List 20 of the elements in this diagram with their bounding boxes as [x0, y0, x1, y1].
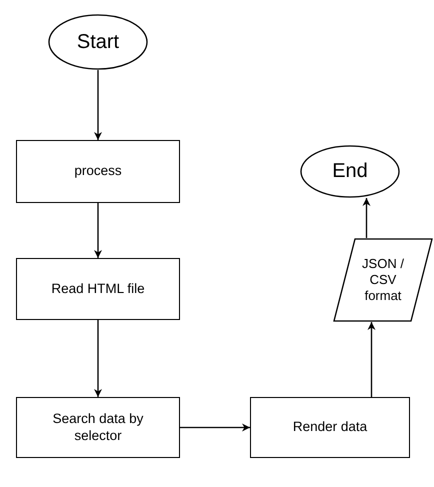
node-label: Render data — [292, 419, 368, 436]
terminal-ellipse — [48, 14, 148, 70]
arrow — [180, 424, 250, 432]
terminal-ellipse — [300, 145, 400, 198]
node-label: process — [73, 163, 123, 180]
process-box — [16, 140, 180, 203]
data-parallelogram — [333, 238, 433, 322]
arrow — [94, 320, 102, 397]
node-label: End — [331, 159, 369, 184]
node-label: Search data by selector — [52, 410, 144, 444]
node-label: JSON / CSV format — [361, 256, 405, 304]
node-label: Read HTML file — [50, 280, 146, 298]
arrow — [94, 70, 102, 140]
process-box — [16, 397, 180, 458]
node-label: Start — [76, 30, 120, 54]
arrow — [368, 322, 376, 397]
arrow — [94, 203, 102, 258]
process-box — [16, 258, 180, 320]
arrow — [362, 198, 370, 238]
process-box — [250, 397, 410, 458]
